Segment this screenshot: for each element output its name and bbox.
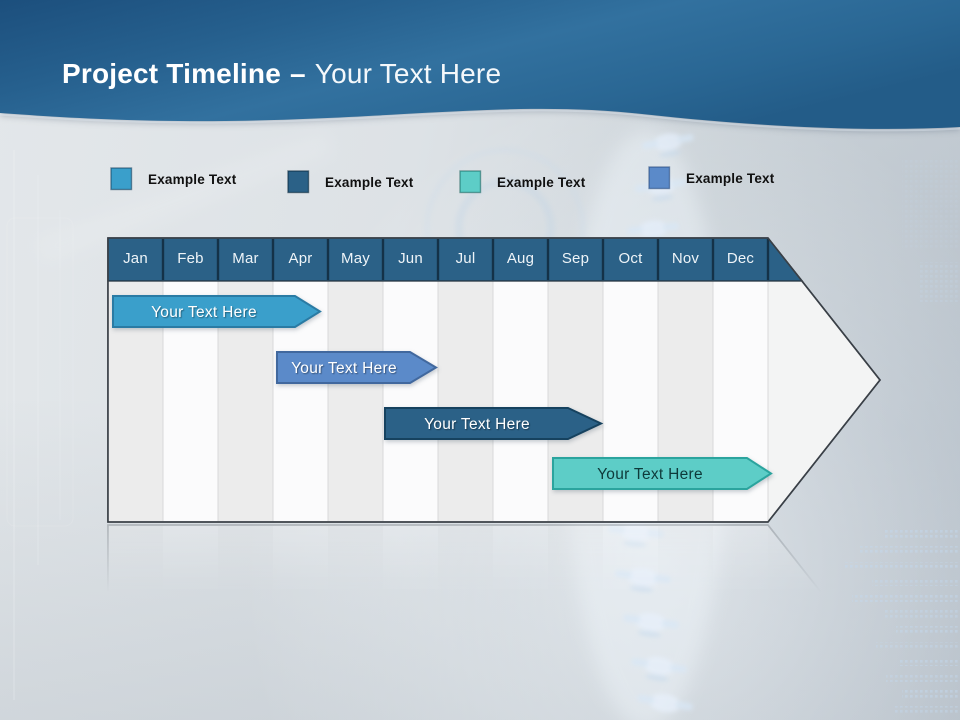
legend-label: Example Text [148, 171, 237, 187]
title-light-text: Your Text Here [314, 58, 502, 89]
month-label: Jul [455, 250, 476, 267]
month-label: Dec [726, 250, 755, 267]
timeline-bar-1: Your Text Here [112, 295, 322, 328]
legend-swatch-icon [287, 170, 310, 194]
arrow-outline [107, 237, 882, 523]
timeline-bar-2: Your Text Here [276, 351, 438, 384]
wave-shape [0, 0, 960, 129]
legend-item-2: Example Text [287, 170, 413, 194]
legend-swatch-icon [459, 170, 482, 194]
legend-item-4: Example Text [648, 166, 774, 190]
month-label: Jun [398, 250, 423, 267]
wave-edge-highlight [0, 109, 960, 132]
legend-label: Example Text [325, 174, 414, 190]
legend-item-3: Example Text [459, 170, 585, 194]
dot-matrix-texture [845, 160, 960, 714]
wave-header [0, 0, 960, 132]
month-label: Sep [561, 250, 590, 267]
page-title: Project Timeline–Your Text Here [62, 58, 501, 90]
month-label: Feb [177, 250, 204, 267]
month-label: Aug [506, 250, 535, 267]
month-label: Nov [671, 250, 700, 267]
title-separator: – [289, 58, 306, 89]
month-separators [161, 239, 770, 280]
legend-label: Example Text [497, 174, 586, 190]
month-label: Jan [123, 250, 148, 267]
bar-label: Your Text Here [151, 304, 257, 321]
left-edge-lines [6, 150, 74, 700]
arrow-reflection [106, 523, 882, 635]
legend-label: Example Text [686, 170, 775, 186]
timeline-bar-3: Your Text Here [384, 407, 604, 440]
timeline-bar-4: Your Text Here [552, 457, 773, 490]
bar-label: Your Text Here [597, 466, 703, 483]
timeline-chart: Jan Feb Mar Apr May Jun Jul Aug Sep Oct … [106, 236, 882, 636]
month-label: Mar [232, 250, 259, 267]
legend-item-1: Example Text [110, 167, 236, 191]
title-bold-text: Project Timeline [62, 58, 281, 89]
bar-label: Your Text Here [291, 360, 397, 377]
month-label: May [341, 250, 370, 267]
bar-label: Your Text Here [424, 416, 530, 433]
legend-swatch-icon [648, 166, 671, 190]
month-label: Apr [288, 250, 313, 267]
month-label: Oct [618, 250, 643, 267]
legend-swatch-icon [110, 167, 133, 191]
light-streak [35, 129, 335, 265]
